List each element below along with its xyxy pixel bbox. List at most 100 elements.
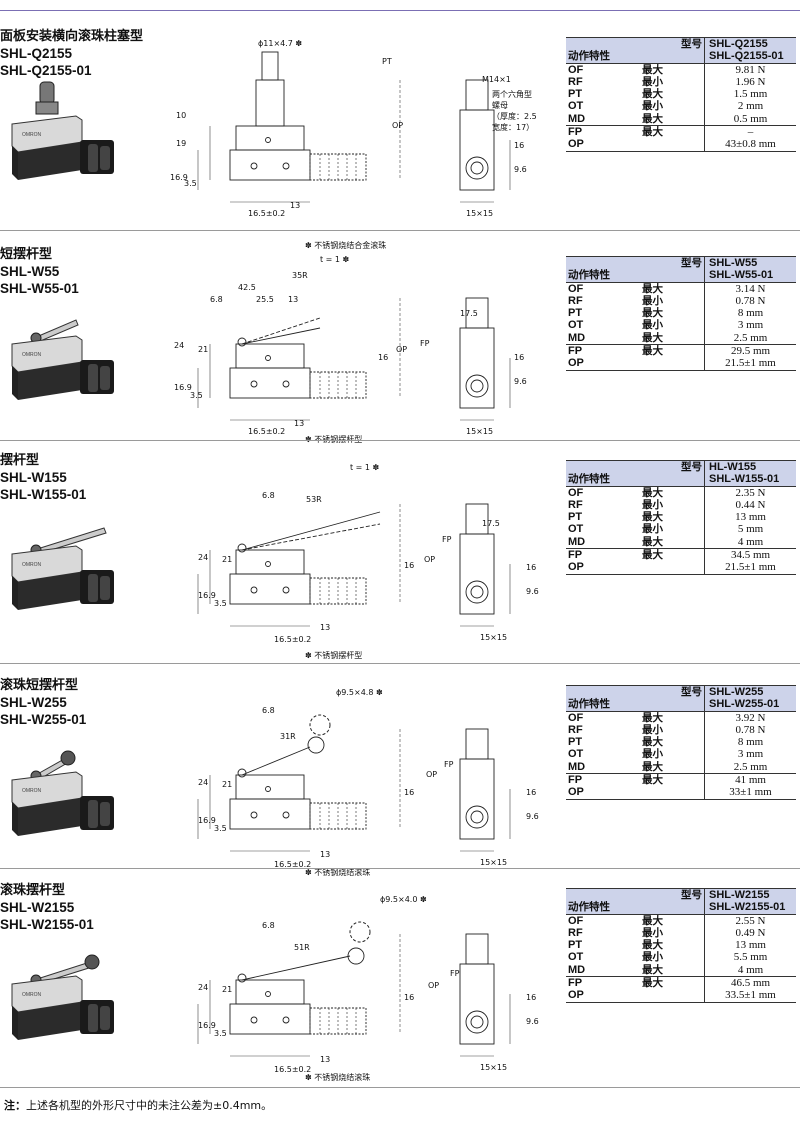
characteristic-key: OT <box>568 523 584 536</box>
characteristics-label: 动作特性 <box>568 269 610 282</box>
drawing-note: ✽ 不锈钢摆杆型 <box>305 651 363 660</box>
header-model-1: SHL-W55 <box>704 256 796 270</box>
characteristic-key: FP <box>566 125 640 139</box>
characteristic-value: 3.92 N <box>704 710 796 724</box>
limit-qualifier: 最大 <box>640 344 705 358</box>
type-name: 面板安装横向滚珠柱塞型 <box>0 29 144 44</box>
limit-qualifier: 最小 <box>642 294 663 307</box>
dimension-label: 16.5±0.2 <box>274 1065 312 1074</box>
drawing-note: ✽ 不锈钢烧结滚珠 <box>305 1073 371 1082</box>
section-divider <box>0 663 800 664</box>
dimension-label: 3.5 <box>190 391 203 400</box>
type-name: 滚珠短摆杆型 <box>0 678 79 693</box>
drawing-note: ✽ 不锈钢烧结滚珠 <box>305 868 371 877</box>
dimension-label: 16 <box>514 141 525 150</box>
dimension-label: 6.8 <box>210 295 223 304</box>
dimension-label: FP <box>444 760 454 769</box>
dimension-label: OP <box>396 345 408 354</box>
characteristic-value: 5.5 mm <box>704 951 796 964</box>
limit-qualifier: 最小 <box>642 75 663 88</box>
model-number-01: SHL-W2155-01 <box>0 917 94 932</box>
section-divider <box>0 868 800 869</box>
characteristic-key: OP <box>566 786 640 800</box>
dimension-label: 15×15 <box>480 858 508 867</box>
dimension-label: 16 <box>526 788 537 797</box>
dimension-label: 6.8 <box>262 706 275 715</box>
characteristic-key: MD <box>568 112 586 125</box>
model-number-01: SHL-Q2155-01 <box>0 63 92 78</box>
model-number-01: SHL-W155-01 <box>0 487 87 502</box>
limit-qualifier: 最大 <box>642 535 663 548</box>
dimension-label: 16.9 <box>198 1021 216 1030</box>
dimension-label: 21 <box>198 345 209 354</box>
characteristic-key: FP <box>566 548 640 562</box>
characteristic-key: RF <box>568 498 583 511</box>
dimension-label: PT <box>382 57 392 66</box>
limit-qualifier: 最小 <box>642 319 663 332</box>
header-model-2: SHL-W155-01 <box>704 473 796 487</box>
limit-qualifier: 最大 <box>640 773 705 787</box>
dimension-label: 15×15 <box>466 427 494 436</box>
characteristic-value: – <box>704 125 796 139</box>
product-photo: OMRON <box>4 510 122 630</box>
svg-text:OMRON: OMRON <box>22 788 42 794</box>
limit-qualifier: 最小 <box>642 723 663 736</box>
characteristic-key: PT <box>568 511 583 524</box>
svg-text:OMRON: OMRON <box>22 992 42 998</box>
limit-qualifier: 最大 <box>640 281 705 295</box>
characteristic-key: FP <box>566 773 640 787</box>
model-number-01: SHL-W55-01 <box>0 281 79 296</box>
characteristic-key: PT <box>568 736 583 749</box>
dimension-label: 3.5 <box>214 599 227 608</box>
model-number-01: SHL-W255-01 <box>0 712 87 727</box>
dimension-label: 3.5 <box>184 179 197 188</box>
dimension-label: 17.5 <box>460 309 478 318</box>
limit-qualifier <box>640 138 705 152</box>
characteristic-key: OT <box>568 951 584 964</box>
characteristic-value: 13 mm <box>704 511 796 524</box>
dimension-label: 31R <box>280 732 296 741</box>
dimension-label: 16.5±0.2 <box>274 860 312 869</box>
limit-qualifier <box>640 357 705 371</box>
characteristic-value: 2.5 mm <box>704 331 796 345</box>
characteristic-key: OF <box>566 485 640 499</box>
dimension-label: FP <box>420 339 430 348</box>
dimension-label: 9.6 <box>526 587 539 596</box>
characteristic-key: FP <box>566 344 640 358</box>
characteristic-value: 0.49 N <box>704 926 796 940</box>
header-model-1: SHL-W255 <box>704 685 796 699</box>
dimension-label: 3.5 <box>214 824 227 833</box>
characteristic-value: 4 mm <box>704 963 796 977</box>
limit-qualifier: 最大 <box>642 939 663 952</box>
characteristic-value: 4 mm <box>704 535 796 549</box>
characteristic-key: PT <box>568 88 583 101</box>
dimension-label: 9.6 <box>514 165 527 174</box>
dimension-label: OP <box>392 121 404 130</box>
footnote-text: 上述各机型的外形尺寸中的未注公差为±0.4mm。 <box>26 1099 273 1112</box>
model-label: 型号 <box>566 256 705 270</box>
svg-text:OMRON: OMRON <box>22 132 42 138</box>
dimension-label: t = 1 ✽ <box>320 255 350 264</box>
footnote-label: 注： <box>4 1099 26 1112</box>
characteristic-key: OP <box>566 357 640 371</box>
footnote: 注：上述各机型的外形尺寸中的未注公差为±0.4mm。 <box>4 1097 272 1113</box>
dimension-label: 16.9 <box>198 816 216 825</box>
characteristic-value: 9.81 N <box>704 62 796 76</box>
